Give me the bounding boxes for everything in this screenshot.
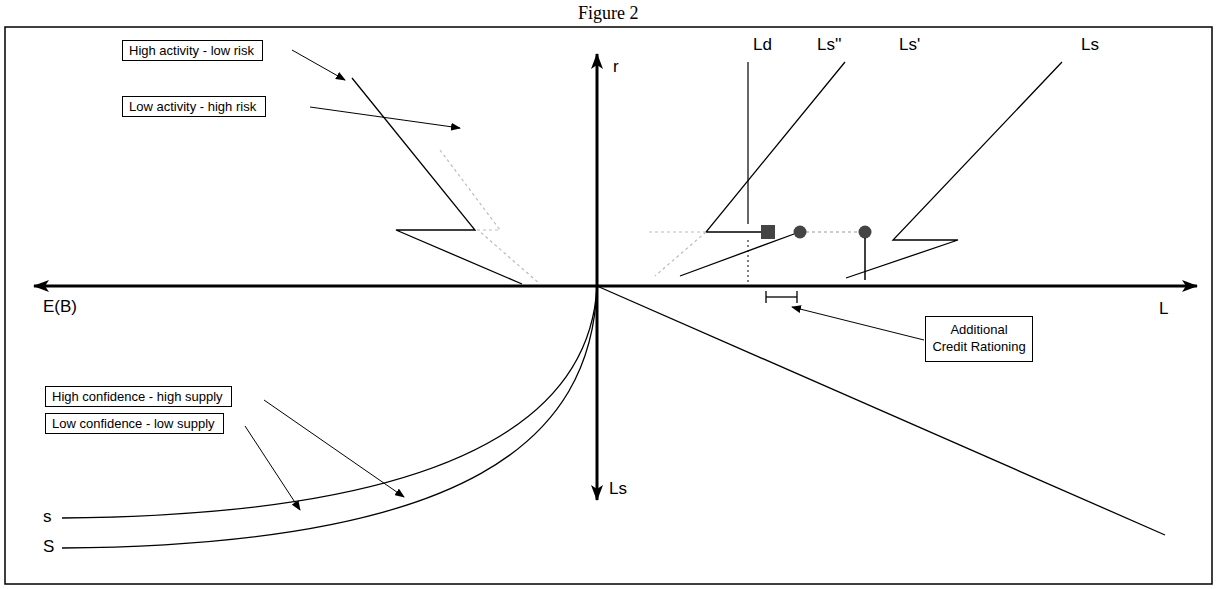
curve-label: Ls'' (816, 36, 842, 55)
curve-label: s (42, 508, 53, 527)
callout-text: High confidence - high supply (52, 389, 225, 404)
axis-label: Ls (608, 480, 628, 499)
callout-text: Low activity - high risk (129, 99, 259, 114)
callout-box: High confidence - high supply (45, 386, 232, 407)
callout-text: High activity - low risk (129, 43, 256, 58)
axis-label: L (1158, 300, 1169, 319)
callout-box: Low confidence - low supply (45, 413, 224, 434)
callout-box: Additional Credit Rationing (925, 316, 1033, 362)
curve-label: Ls (1080, 36, 1100, 55)
curve-label: S (42, 538, 55, 557)
callout-box: Low activity - high risk (122, 96, 266, 117)
figure-title: Figure 2 (578, 3, 639, 24)
callout-box: High activity - low risk (122, 40, 263, 61)
callout-text: Low confidence - low supply (52, 416, 217, 431)
callout-text: Additional Credit Rationing (932, 322, 1026, 356)
axis-label: r (612, 58, 620, 77)
curve-label: Ls' (898, 36, 921, 55)
axis-label: E(B) (42, 298, 78, 317)
curve-label: Ld (752, 36, 773, 55)
